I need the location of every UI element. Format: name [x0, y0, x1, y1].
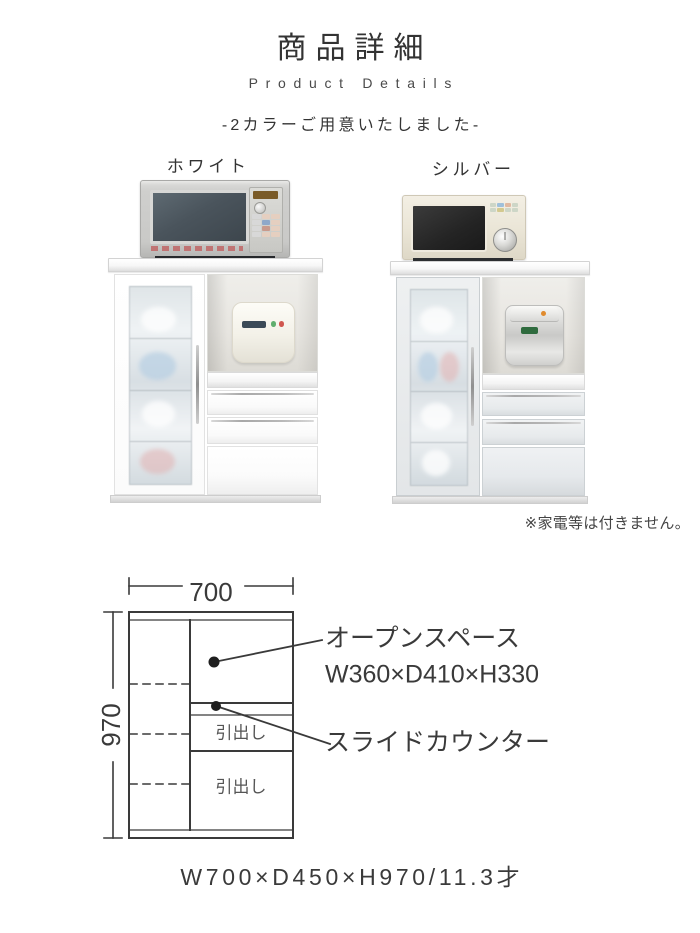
dimension-diagram: 700 970 引出し 引出し オープンスペース W360×D410×H330 … — [0, 548, 700, 878]
page-title: 商品詳細 — [276, 32, 433, 65]
drawer-lower — [482, 418, 585, 446]
frosted-glass-pane — [410, 288, 468, 487]
slide-counter — [207, 372, 318, 388]
frosted-glass-pane — [129, 285, 192, 486]
page-header: 商品詳細 Product Details -2カラーご用意いたしました- — [0, 0, 700, 135]
rice-cooker-appliance — [232, 301, 296, 364]
microwave-control-panel — [249, 187, 283, 253]
rice-cooker-appliance — [505, 304, 564, 366]
product-photo-white — [108, 180, 323, 505]
microwave-dial — [254, 202, 266, 214]
overall-dimensions-label: W700×D450×H970/11.3才 — [180, 864, 524, 890]
callout-leader-slide-counter — [214, 704, 332, 746]
variant-label-white: ホワイト — [166, 157, 250, 176]
callout-label-open-space: オープンスペース — [325, 625, 520, 653]
product-photo-silver — [390, 195, 590, 505]
microwave-base — [413, 258, 513, 263]
open-space-compartment — [207, 274, 318, 373]
microwave-timer-knob — [493, 228, 517, 252]
microwave-window — [411, 204, 487, 252]
glass-door — [396, 277, 481, 496]
cabinet-silver — [390, 261, 590, 504]
glass-door — [114, 274, 206, 495]
callout-label-slide-counter: スライドカウンター — [325, 729, 550, 757]
cabinet-top-surface — [390, 261, 590, 275]
drawer-upper — [482, 392, 585, 417]
drawer-upper — [207, 390, 318, 415]
door-handle — [471, 347, 475, 426]
drawer-label-upper: 引出し — [216, 723, 267, 742]
page-subtitle-en: Product Details — [248, 74, 460, 91]
color-variant-tagline: -2カラーご用意いたしました- — [221, 116, 482, 134]
cabinet-left-column — [112, 272, 207, 495]
microwave-appliance-silver — [140, 180, 290, 261]
callout-spec-open-space: W360×D410×H330 — [325, 661, 539, 689]
microwave-buttons — [252, 214, 280, 250]
callout-dot-slide-counter — [211, 701, 221, 711]
microwave-window — [150, 190, 249, 244]
cabinet-outline — [128, 611, 294, 839]
cabinet-base-plinth — [110, 495, 321, 503]
cabinet-left-column — [394, 275, 482, 496]
callout-leader-open-space — [212, 638, 324, 664]
door-handle — [195, 345, 199, 424]
cabinet-base-plinth — [392, 496, 588, 504]
cabinet-top-surface — [108, 258, 323, 272]
microwave-control-panel — [490, 201, 520, 253]
drawer-lower — [207, 416, 318, 444]
cabinet-body — [394, 275, 586, 496]
variant-label-silver: シルバー — [431, 160, 515, 179]
callout-dot-open-space — [208, 656, 220, 668]
drawer-label-lower: 引出し — [216, 777, 267, 796]
microwave-display — [253, 191, 278, 199]
cabinet-right-column — [482, 275, 586, 496]
open-space-compartment — [482, 277, 585, 375]
width-dimension-label: 700 — [189, 577, 232, 607]
microwave-buttons — [490, 203, 518, 223]
cabinet-body — [112, 272, 319, 495]
lower-cabinet-door — [207, 445, 318, 495]
microwave-appliance-cream — [402, 195, 526, 263]
cabinet-white — [108, 258, 323, 503]
slide-counter — [482, 374, 585, 390]
cabinet-right-column — [207, 272, 319, 495]
height-dimension-label: 970 — [96, 703, 126, 746]
lower-cabinet-door — [482, 447, 585, 496]
microwave-label-strip — [151, 246, 243, 251]
appliance-disclaimer-note: ※家電等は付きません。 — [524, 515, 690, 532]
